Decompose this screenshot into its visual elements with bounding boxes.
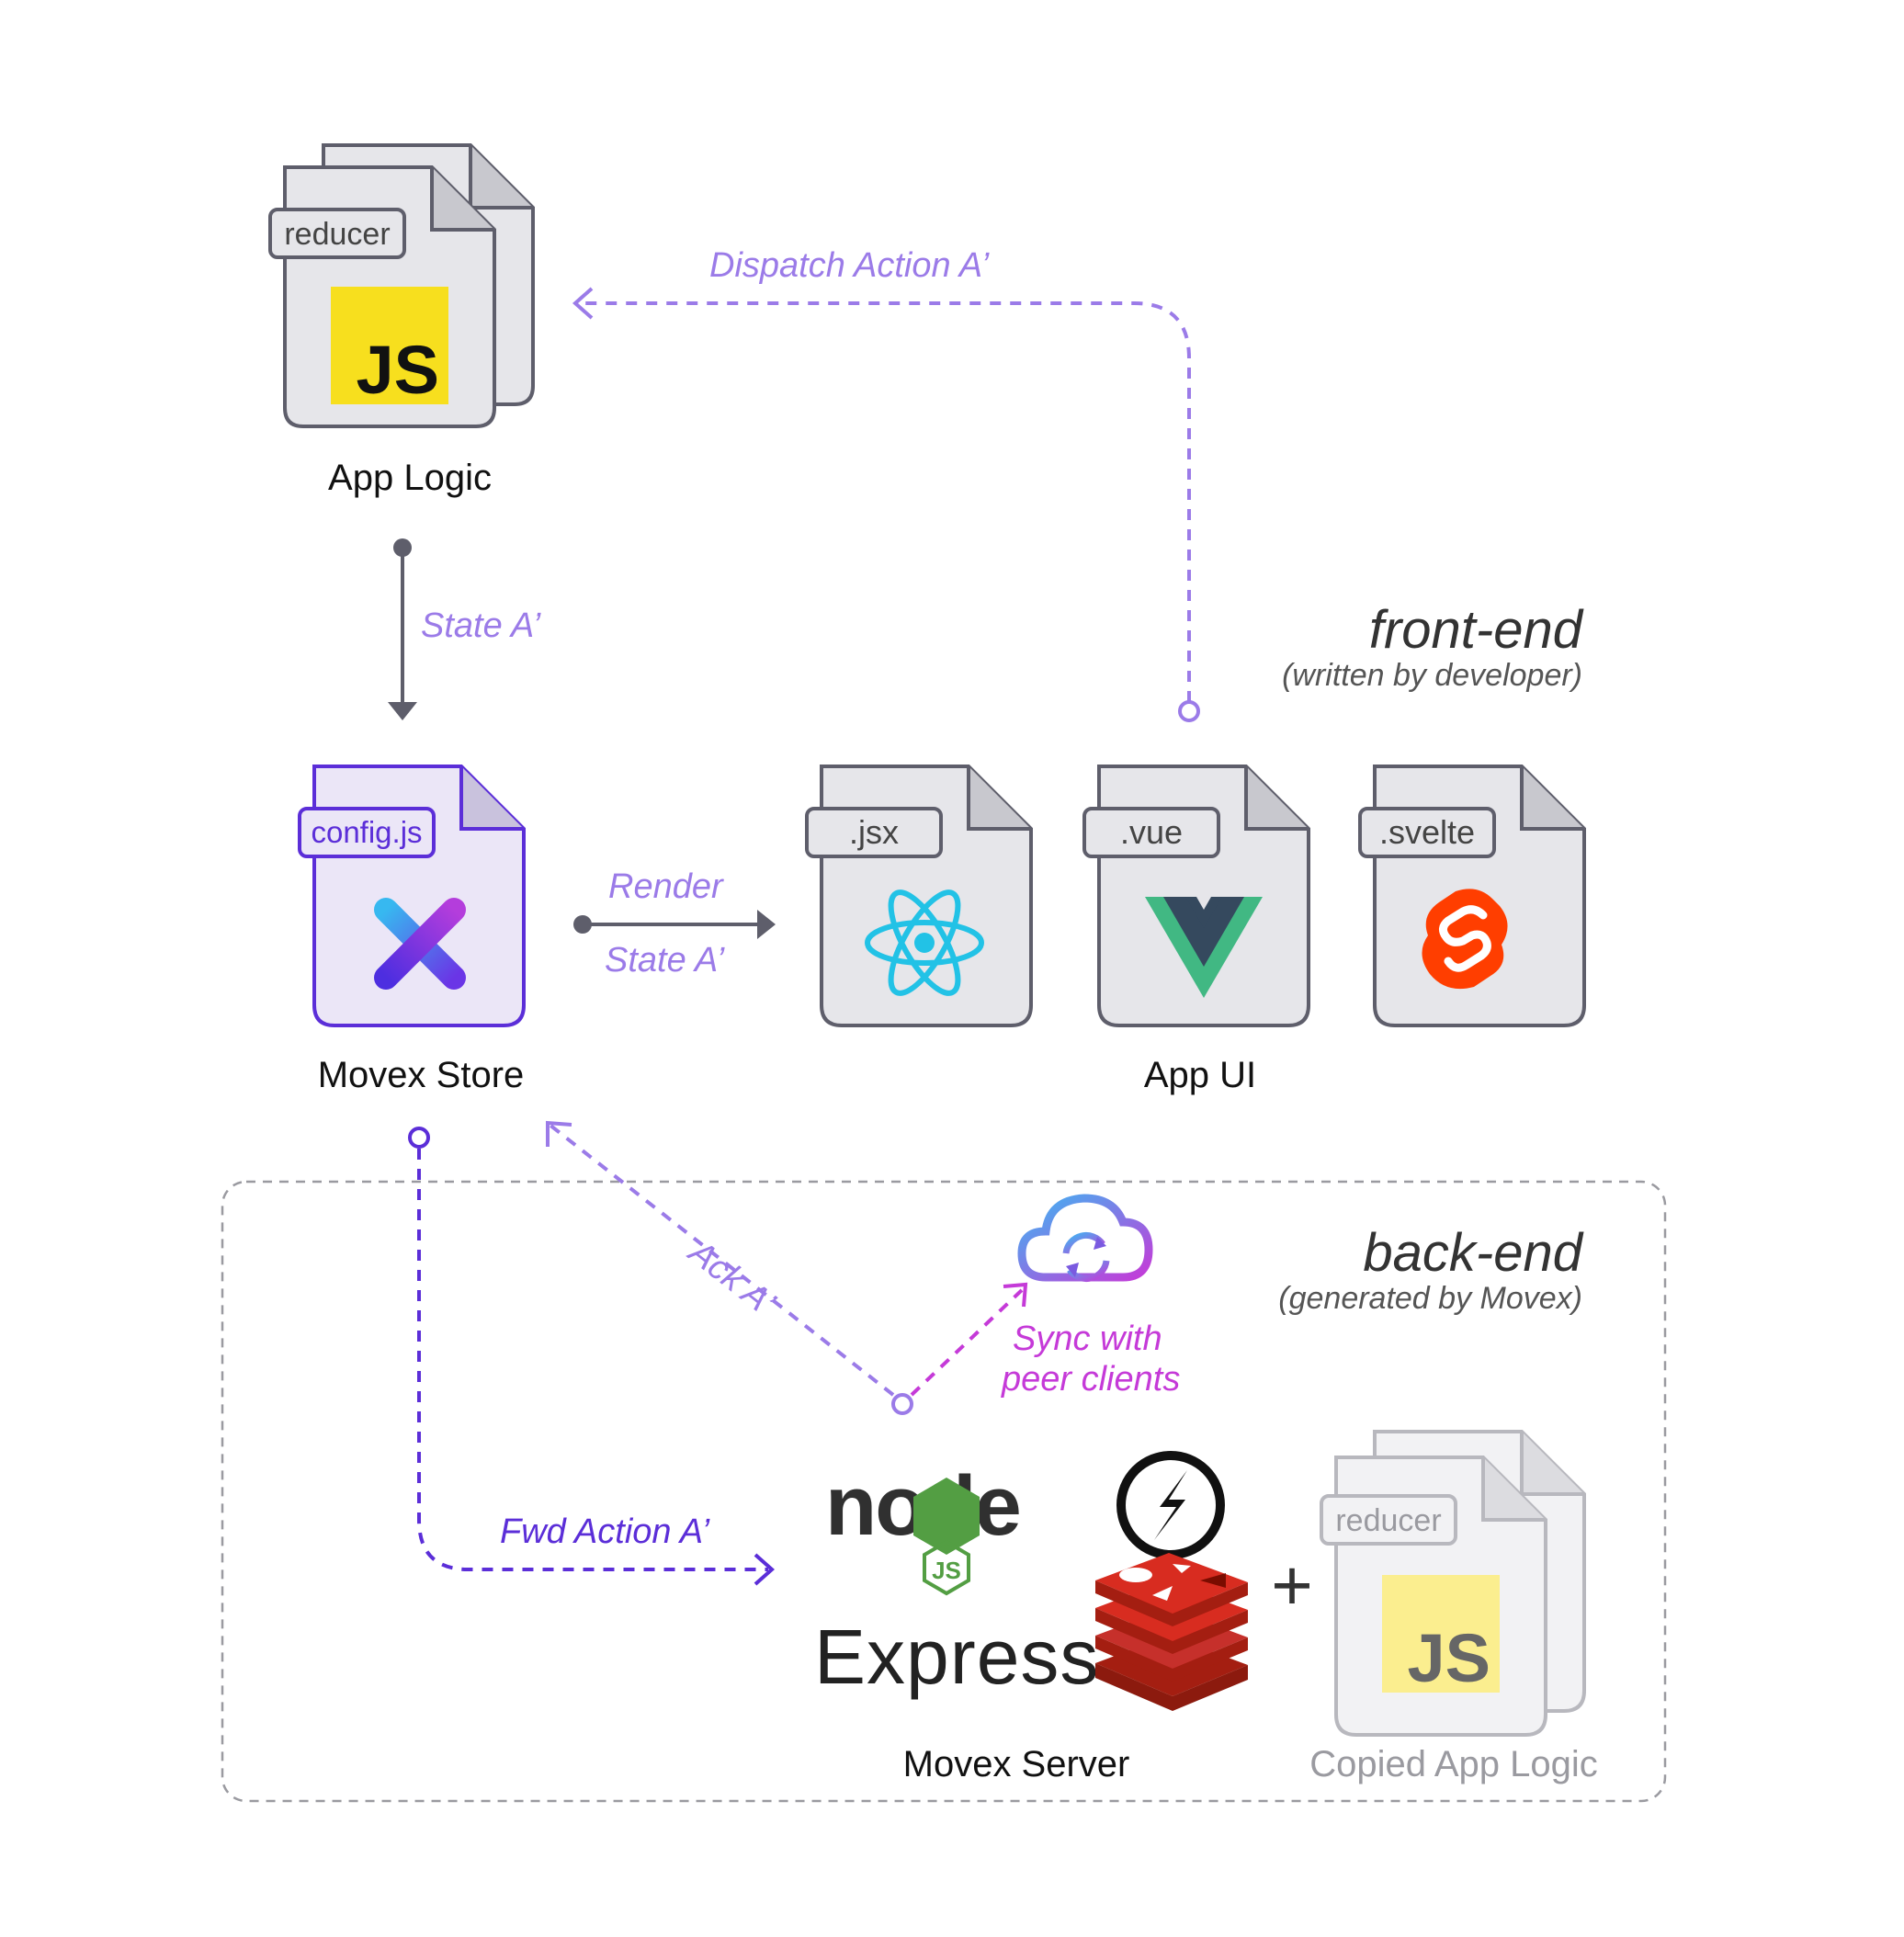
movex-x-logo [374, 898, 466, 990]
render-state-label: State A’ [605, 941, 725, 980]
movex-server-label: Movex Server [902, 1744, 1130, 1784]
sync-label-line2: peer clients [1002, 1360, 1181, 1399]
node-js-logo: node JS [825, 1459, 1022, 1596]
app-logic-label: App Logic [328, 458, 492, 498]
app-logic-file-stack: reducer JS [268, 143, 535, 428]
back-end-subtitle: (generated by Movex) [1278, 1281, 1582, 1316]
app-ui-label: App UI [1143, 1055, 1257, 1095]
copied-app-logic-tab: reducer [1335, 1503, 1441, 1538]
vue-icon [1145, 897, 1263, 998]
sync-label-line1: Sync with [1013, 1320, 1162, 1358]
movex-store-tab: config.js [311, 815, 422, 849]
svelte-file: .svelte [1358, 765, 1586, 1027]
jsx-tab: .jsx [849, 813, 899, 851]
react-icon [865, 889, 984, 996]
plus-sign: + [1271, 1545, 1313, 1625]
front-end-subtitle: (written by developer) [1282, 658, 1582, 693]
sync-arrow [910, 1282, 1028, 1397]
dispatch-action-arrow [572, 287, 1200, 722]
svg-text:Express: Express [814, 1614, 1099, 1700]
copied-app-logic-label: Copied App Logic [1309, 1744, 1598, 1784]
back-end-title: back-end [1363, 1223, 1582, 1283]
redis-logo [1095, 1553, 1248, 1711]
render-label: Render [608, 867, 723, 906]
cloud-sync-icon [1017, 1194, 1153, 1282]
dispatch-action-label: Dispatch Action A’ [709, 246, 990, 285]
js-badge-text: JS [356, 332, 439, 408]
app-logic-tab: reducer [284, 217, 390, 252]
svg-text:JS: JS [932, 1557, 961, 1584]
svelte-icon [1422, 889, 1508, 990]
svelte-tab: .svelte [1379, 813, 1475, 851]
js-badge-muted-text: JS [1407, 1620, 1490, 1696]
render-arrow [573, 910, 776, 939]
movex-store-label: Movex Store [317, 1055, 525, 1095]
js-badge [331, 287, 448, 404]
fwd-action-arrow [408, 1127, 776, 1586]
back-end-region [221, 1180, 1667, 1803]
copied-app-logic-file-stack: reducer JS [1320, 1430, 1586, 1737]
ack-arrow [546, 1120, 913, 1415]
vue-file: .vue [1082, 765, 1310, 1027]
js-badge-muted [1382, 1575, 1500, 1693]
socket-io-logo [1116, 1451, 1225, 1559]
vue-tab: .vue [1120, 813, 1183, 851]
fwd-action-label: Fwd Action A’ [500, 1512, 710, 1551]
state-down-label: State A’ [421, 606, 541, 645]
movex-store-file: config.js [298, 765, 526, 1027]
jsx-file: .jsx [805, 765, 1033, 1027]
express-logo: Express [814, 1614, 1099, 1700]
state-down-arrow [388, 538, 417, 720]
front-end-title: front-end [1368, 600, 1582, 660]
